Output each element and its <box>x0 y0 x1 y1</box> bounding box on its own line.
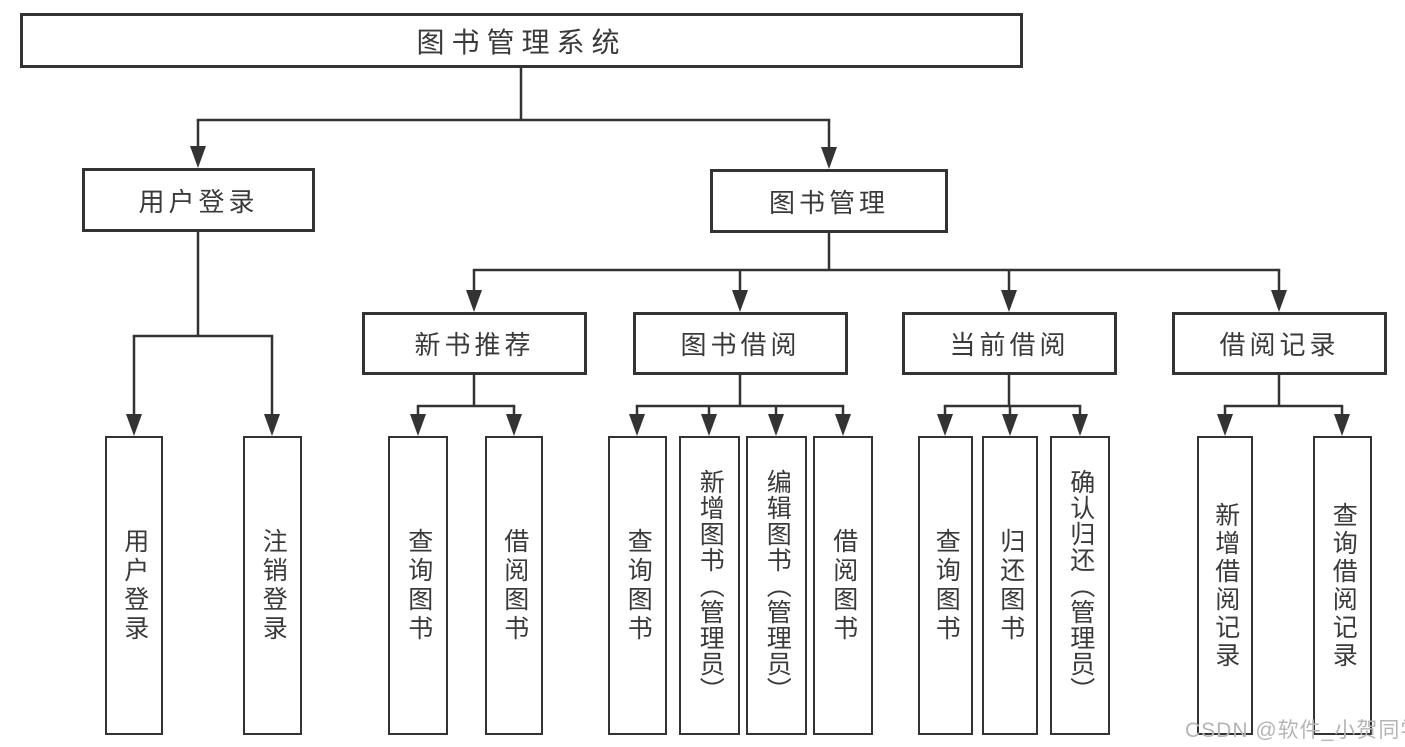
leaf-borrow-borrow-label: 借阅图书 <box>829 527 858 644</box>
leaf-user-login-label: 用户登录 <box>120 527 149 644</box>
leaf-borrow-query: 查询图书 <box>608 436 667 735</box>
node-new-book-recommend-label: 新书推荐 <box>414 330 535 360</box>
node-root-label: 图书管理系统 <box>416 26 627 58</box>
leaf-newbook-query-label: 查询图书 <box>404 527 433 644</box>
leaf-logout-label: 注销登录 <box>259 527 288 644</box>
leaf-logout: 注销登录 <box>243 436 302 735</box>
leaf-current-query: 查询图书 <box>918 436 973 735</box>
leaf-borrow-add-admin: 新增图书（管理员） <box>679 436 740 735</box>
node-borrow-records: 借阅记录 <box>1172 312 1387 375</box>
leaf-records-query: 查询借阅记录 <box>1313 436 1372 735</box>
node-borrow-records-label: 借阅记录 <box>1219 330 1340 360</box>
node-book-borrow: 图书借阅 <box>633 312 848 375</box>
node-user-login: 用户登录 <box>82 168 315 232</box>
node-new-book-recommend: 新书推荐 <box>362 312 587 375</box>
leaf-newbook-query: 查询图书 <box>388 436 448 735</box>
leaf-current-confirm-admin-label: 确认归还（管理员） <box>1066 468 1095 703</box>
node-user-login-label: 用户登录 <box>138 186 259 217</box>
leaf-borrow-borrow: 借阅图书 <box>813 436 873 735</box>
node-book-management: 图书管理 <box>710 169 948 233</box>
leaf-borrow-edit-admin-label: 编辑图书（管理员） <box>763 468 792 703</box>
leaf-records-add: 新增借阅记录 <box>1197 436 1253 735</box>
node-book-borrow-label: 图书借阅 <box>680 330 801 360</box>
leaf-borrow-query-label: 查询图书 <box>624 527 653 644</box>
leaf-newbook-borrow: 借阅图书 <box>485 436 543 735</box>
leaf-current-query-label: 查询图书 <box>932 527 961 644</box>
leaf-newbook-borrow-label: 借阅图书 <box>500 527 529 644</box>
leaf-records-add-label: 新增借阅记录 <box>1211 501 1240 670</box>
leaf-user-login: 用户登录 <box>105 436 163 735</box>
node-root: 图书管理系统 <box>20 13 1023 68</box>
leaf-borrow-edit-admin: 编辑图书（管理员） <box>746 436 807 735</box>
leaf-current-return-label: 归还图书 <box>996 527 1025 644</box>
leaf-borrow-add-admin-label: 新增图书（管理员） <box>696 468 725 703</box>
leaf-current-return: 归还图书 <box>982 436 1038 735</box>
leaf-current-confirm-admin: 确认归还（管理员） <box>1050 436 1110 735</box>
node-current-borrow: 当前借阅 <box>902 312 1117 375</box>
csdn-watermark: CSDN @软件_小贺同学 <box>1185 719 1405 742</box>
leaf-records-query-label: 查询借阅记录 <box>1329 501 1358 670</box>
node-book-management-label: 图书管理 <box>768 187 889 218</box>
node-current-borrow-label: 当前借阅 <box>949 330 1070 360</box>
